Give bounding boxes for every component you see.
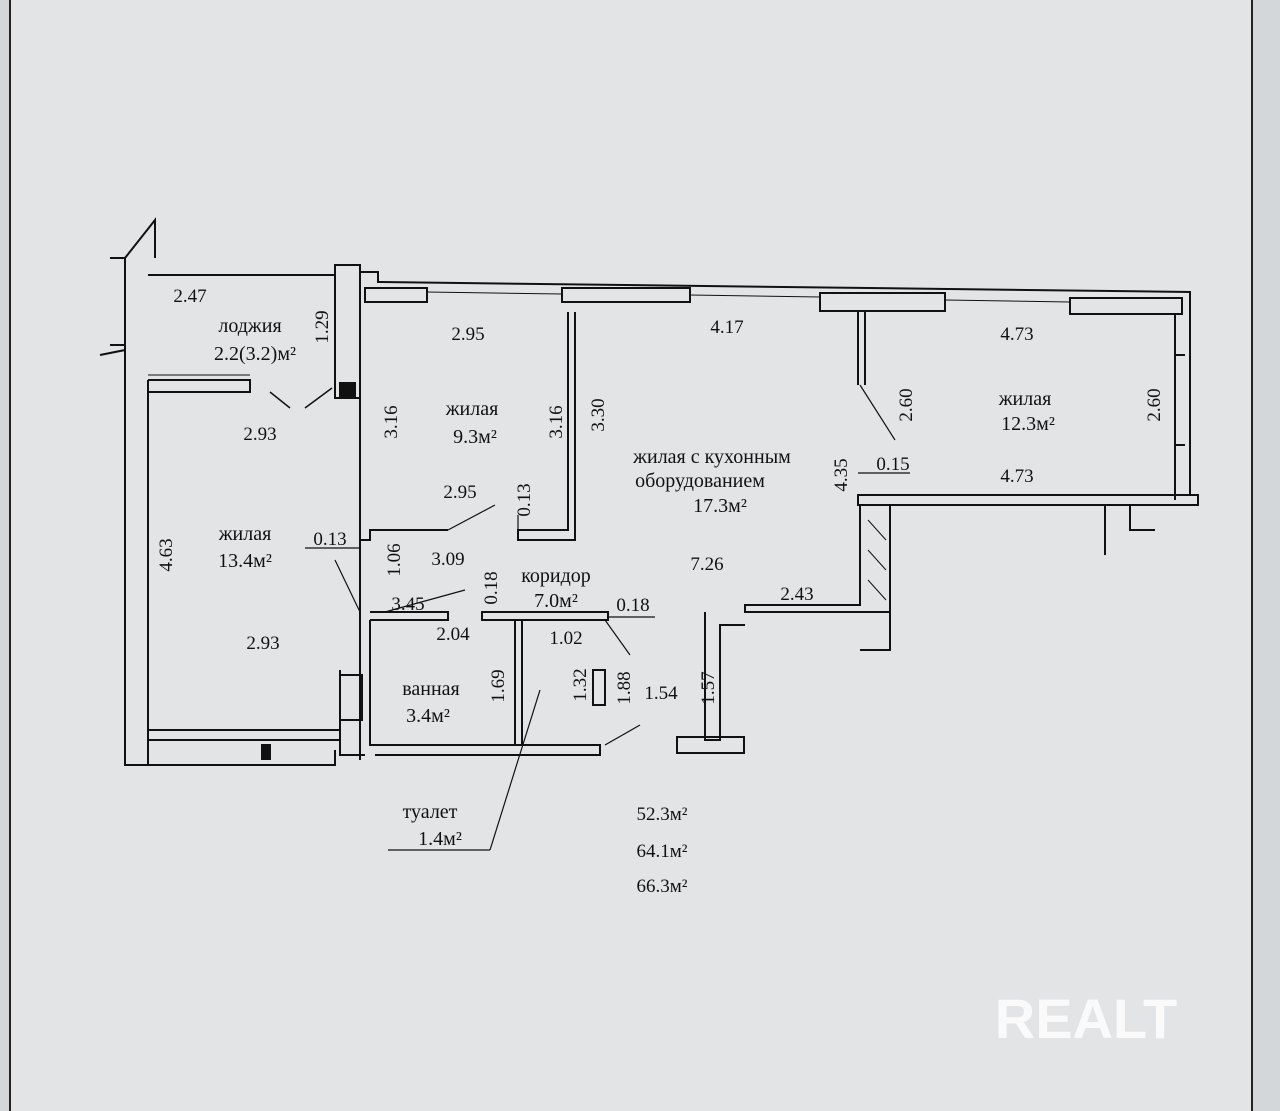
wall-room-12-3-bottom — [857, 494, 1199, 506]
dim-2-43: 2.43 — [780, 584, 813, 605]
dim-0-18-b: 0.18 — [616, 595, 649, 616]
dim-3-09: 3.09 — [431, 549, 464, 570]
room-living-3-name: жилая — [998, 388, 1052, 410]
wall-toilet-right — [592, 669, 606, 706]
wall-bathroom — [359, 540, 601, 760]
wall-left-exterior — [124, 258, 149, 766]
room-toilet-area: 1.4м² — [418, 828, 462, 850]
wall-room-9-3-left — [359, 398, 448, 541]
paper-sheet — [10, 0, 1252, 1111]
dim-1-57: 1.57 — [698, 671, 719, 704]
wall-bath-toilet — [514, 620, 523, 746]
walls — [99, 217, 1199, 766]
wall-bathroom-top — [370, 611, 449, 621]
window-block-3 — [819, 292, 946, 312]
dim-2-47: 2.47 — [173, 286, 206, 307]
room-living-2-name: жилая — [218, 523, 272, 545]
dim-7-26: 7.26 — [690, 554, 723, 575]
wall-entrance — [704, 612, 745, 741]
dimension-labels: 2.47 1.29 2.95 4.17 4.73 2.93 3.16 3.16 … — [156, 286, 1165, 705]
leader-2-95 — [447, 504, 496, 531]
window-glass-2 — [689, 294, 821, 298]
leader-1-54 — [604, 724, 641, 746]
dim-2-95-top: 2.95 — [451, 324, 484, 345]
leader-1-06 — [334, 559, 361, 613]
room-living-3-area: 12.3м² — [1001, 413, 1055, 435]
dim-1-88: 1.88 — [614, 671, 635, 704]
column-fill — [339, 382, 356, 398]
radiator-mark — [261, 744, 271, 760]
dim-3-16-b: 3.16 — [546, 405, 567, 438]
dim-4-17: 4.17 — [710, 317, 743, 338]
dim-0-13-a: 0.13 — [313, 529, 346, 550]
room-living-2-area: 13.4м² — [218, 550, 272, 572]
wall-shaft-right — [860, 505, 891, 651]
window-glass-1 — [426, 291, 563, 295]
dim-2-95-mid: 2.95 — [443, 482, 476, 503]
dim-4-35: 4.35 — [831, 458, 852, 491]
leader-lines — [305, 384, 910, 851]
window-glass-3 — [944, 299, 1071, 303]
dim-0-13-b: 0.13 — [514, 483, 535, 516]
leader-1-88 — [604, 619, 631, 656]
room-loggia-area: 2.2(3.2)м² — [214, 343, 296, 365]
wall-room-12-3-left — [857, 312, 866, 385]
dim-2-60-b: 2.60 — [1144, 388, 1165, 421]
room-corridor-name: коридор — [521, 565, 591, 587]
room-living-1-area: 9.3м² — [453, 426, 497, 448]
dim-1-69: 1.69 — [488, 669, 509, 702]
room-kitchen-name-2: оборудованием — [635, 470, 765, 492]
wall-right-exterior — [1174, 314, 1185, 500]
room-living-1-name: жилая — [445, 398, 499, 420]
dim-0-18-a: 0.18 — [481, 571, 502, 604]
dim-2-93-top: 2.93 — [243, 424, 276, 445]
total-area-2: 64.1м² — [637, 841, 688, 862]
wall-right-stub — [1104, 505, 1155, 555]
leader-3-45 — [384, 589, 466, 613]
dim-4-73-bot: 4.73 — [1000, 466, 1033, 487]
window-block-4 — [1069, 297, 1183, 315]
dim-3-30: 3.30 — [588, 398, 609, 431]
total-area-1: 52.3м² — [637, 804, 688, 825]
wall-left-stub — [99, 257, 126, 356]
room-corridor-area: 7.0м² — [534, 590, 578, 612]
entrance-door-block — [676, 736, 745, 754]
dim-1-06: 1.06 — [384, 543, 405, 576]
dim-0-15: 0.15 — [876, 454, 909, 475]
dim-1-54: 1.54 — [644, 683, 678, 704]
leader-2-60 — [859, 384, 896, 441]
dim-4-63: 4.63 — [156, 538, 177, 571]
dim-3-16-a: 3.16 — [381, 405, 402, 438]
shaft-hatch — [867, 519, 887, 601]
total-area-3: 66.3м² — [637, 876, 688, 897]
bath-fixture — [339, 674, 363, 721]
room-loggia-name: лоджия — [218, 315, 281, 337]
wall-toilet-top — [481, 611, 609, 621]
dim-1-02: 1.02 — [549, 628, 582, 649]
room-bathroom-area: 3.4м² — [406, 705, 450, 727]
dim-1-29: 1.29 — [312, 310, 333, 343]
wall-loggia — [148, 274, 335, 393]
wall-top-exterior — [360, 271, 1191, 495]
room-toilet-name: туалет — [403, 801, 458, 823]
wall-left-top — [124, 217, 156, 259]
room-bathroom-name: ванная — [402, 678, 460, 700]
dim-2-60-a: 2.60 — [896, 388, 917, 421]
dim-2-04: 2.04 — [436, 624, 470, 645]
dim-3-45: 3.45 — [391, 594, 424, 615]
loggia-door — [269, 387, 333, 409]
leader-toilet — [489, 689, 541, 851]
room-kitchen-name-1: жилая с кухонным — [632, 446, 791, 468]
wall-room-9-3-right — [517, 312, 576, 541]
dim-4-73-top: 4.73 — [1000, 324, 1033, 345]
wall-bottom-exterior — [148, 750, 336, 766]
window-block-1 — [364, 287, 428, 303]
room-kitchen-area: 17.3м² — [693, 495, 747, 517]
room-labels: лоджия 2.2(3.2)м² жилая 9.3м² жилая 13.4… — [214, 315, 1055, 850]
dim-2-93-bot: 2.93 — [246, 633, 279, 654]
total-areas: 52.3м² 64.1м² 66.3м² — [637, 804, 688, 897]
realt-watermark-logo: REALT — [995, 987, 1178, 1050]
dim-1-32: 1.32 — [570, 668, 591, 701]
